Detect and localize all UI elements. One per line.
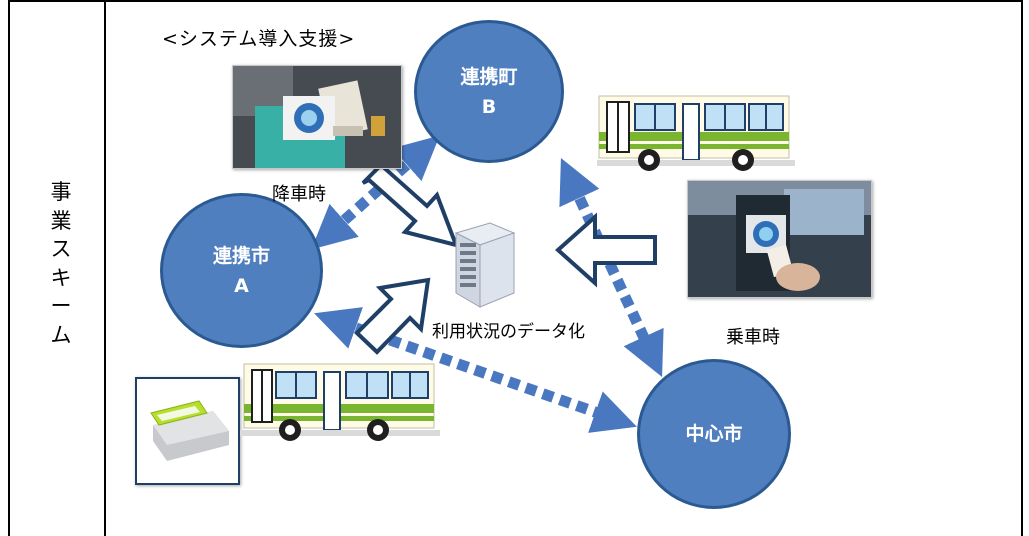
node-city-a-name: 連携市 [212,244,270,267]
side-label-char: 事 [50,180,72,204]
boarding-label: 乗車時 [726,327,780,348]
node-city-a: 連携市 A [160,193,323,348]
link-a-b [311,135,440,250]
side-label-char: 業 [50,208,72,233]
node-center-city-name: 中心市 [685,423,743,445]
link-a-center [314,307,637,433]
node-town-b: 連携町 B [414,20,564,163]
side-label-char: ス [50,237,72,261]
data-arrow-from-right [554,212,657,288]
side-label-char: キ [50,265,72,290]
device-photo-image [137,379,238,483]
node-town-b-name: 連携町 [460,65,518,88]
node-town-b-letter: B [481,95,497,118]
data-server-icon [454,222,516,308]
bus-icon-right [597,95,795,171]
link-b-center [559,158,664,377]
side-label-char: ム [50,322,72,347]
system-support-heading: <システム導入支援> [162,28,356,50]
alighting-label: 降車時 [272,184,326,205]
side-label-char: ー [50,294,72,318]
boarding-reader-photo [687,180,872,298]
data-arrow-from-a [354,277,431,355]
reader-device-photo [135,377,240,485]
node-center-city: 中心市 [637,359,791,509]
bus-icon-left [240,363,440,441]
column-divider [104,0,106,536]
reader-photo-image [233,66,401,168]
data-server-label: 利用状況のデータ化 [432,322,585,342]
alighting-reader-photo [232,65,402,169]
data-arrow-from-b [361,162,460,248]
boarding-photo-image [688,181,871,297]
node-city-a-letter: A [234,274,249,297]
scheme-side-label: 事 業 ス キ ー ム [46,178,76,349]
scheme-frame [8,0,1023,536]
